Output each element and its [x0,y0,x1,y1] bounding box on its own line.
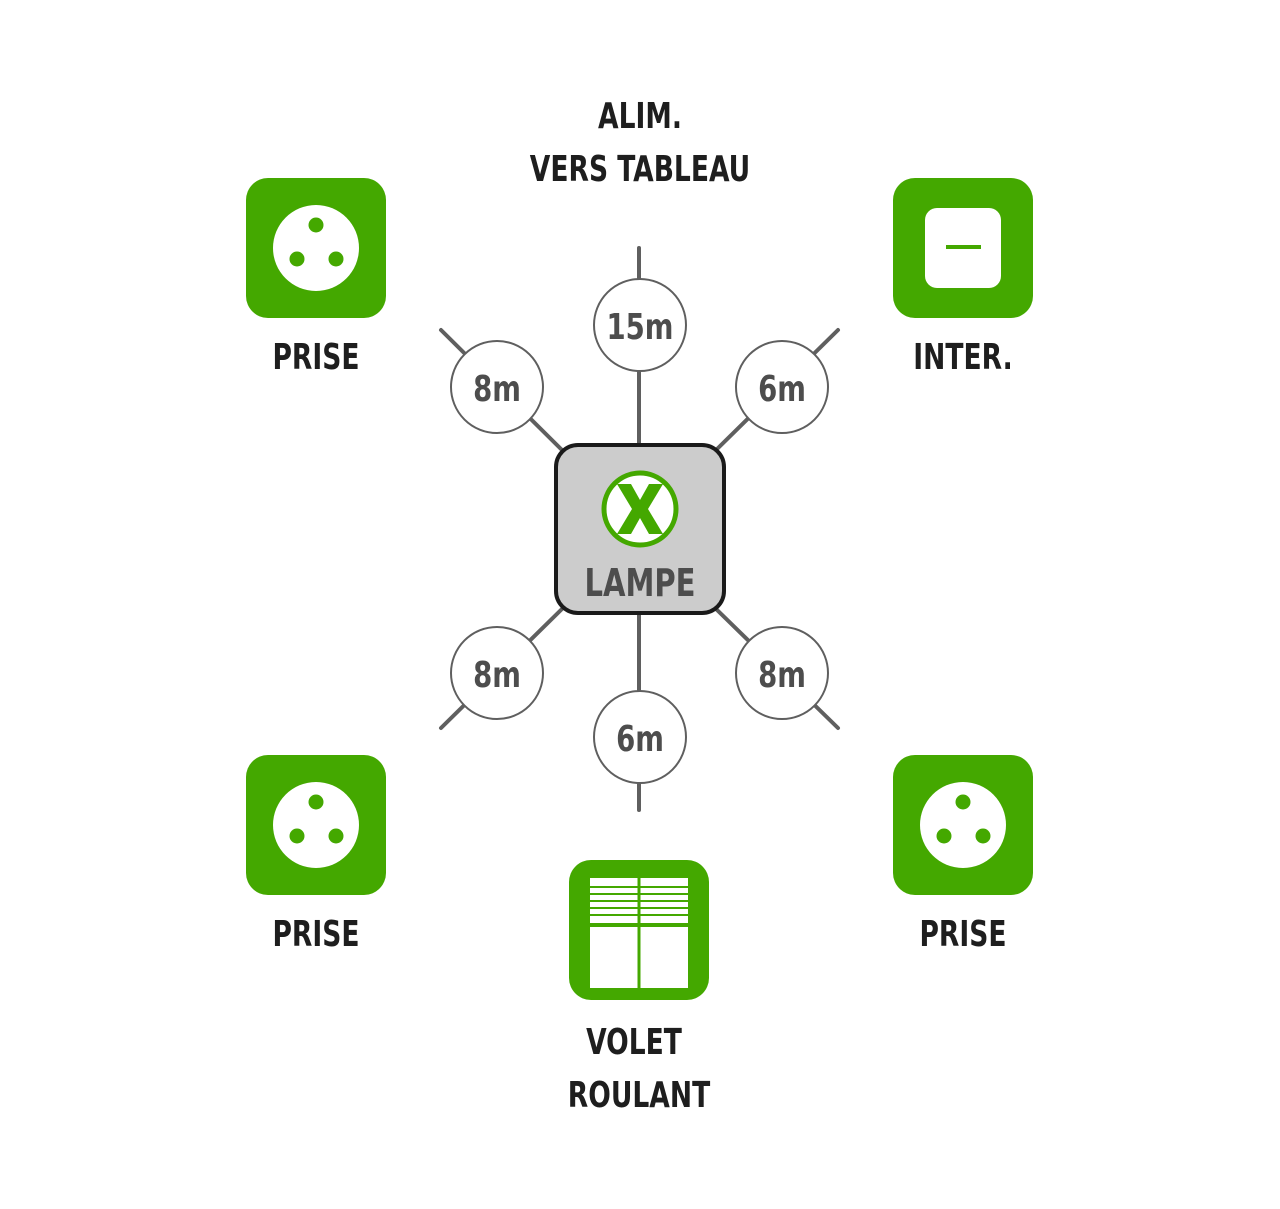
device-label-bottom-line1: VOLET [586,1022,682,1063]
lamp-node: LAMPE [554,443,726,615]
distance-label-bottom-left: 8m [473,654,521,696]
distance-marker-bottom-right: 8m [735,626,829,720]
device-label-top-right: INTER. [913,337,1013,378]
device-label-bottom-left: PRISE [272,914,360,955]
outlet-top-left [246,178,386,318]
supply-label-line2: VERS TABLEAU [529,149,751,190]
distance-label-top: 15m [607,306,674,348]
distance-label-bottom: 6m [616,718,664,760]
distance-marker-top-right: 6m [735,340,829,434]
device-label-top-left: PRISE [272,337,360,378]
device-label-bottom-line2: ROULANT [567,1075,711,1116]
outlet-bottom-right [893,755,1033,895]
device-label-bottom-right: PRISE [919,914,1007,955]
outlet-bottom-left [246,755,386,895]
supply-label-line1: ALIM. [598,96,682,137]
distance-marker-bottom-left: 8m [450,626,544,720]
roller-shutter-icon [590,878,688,988]
switch-top-right [893,178,1033,318]
distance-label-bottom-right: 8m [758,654,806,696]
outlet-icon [273,782,359,868]
switch-icon [925,208,1001,288]
roller-shutter-bottom [569,860,709,1000]
distance-marker-top: 15m [593,278,687,372]
outlet-icon [920,782,1006,868]
distance-label-top-right: 6m [758,368,806,410]
distance-label-top-left: 8m [473,368,521,410]
lamp-cross-icon [601,470,679,548]
lamp-label: LAMPE [584,562,695,606]
distance-marker-top-left: 8m [450,340,544,434]
distance-marker-bottom: 6m [593,690,687,784]
outlet-icon [273,205,359,291]
